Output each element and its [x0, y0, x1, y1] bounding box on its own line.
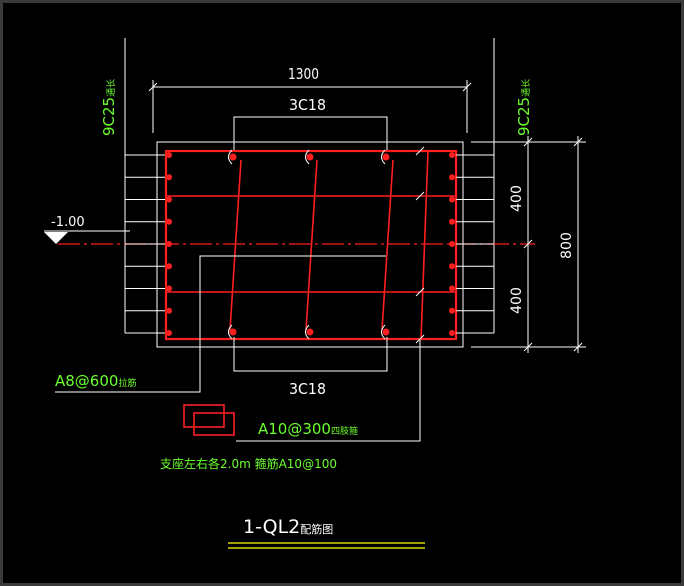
stirrup-outline: [164, 149, 458, 341]
top-rebar-dot: [306, 153, 314, 161]
tie-label: A8@600拉筋: [55, 372, 136, 390]
bottom-rebar-dot: [306, 328, 314, 336]
stirrup-leader: [236, 340, 421, 442]
support-note: 支座左右各2.0m 箍筋A10@100: [160, 456, 337, 471]
drawing-title-suffix: 配筋图: [300, 522, 333, 536]
stirrup-tick: [415, 287, 425, 297]
top-rebar-hook: [381, 149, 386, 165]
right-side-rebar-dot: [449, 218, 455, 225]
tie-leader: [55, 255, 386, 393]
lower-height-text: 400: [509, 287, 525, 314]
dimension-tick: [523, 137, 533, 147]
tie-spec: A8@600: [55, 372, 118, 390]
stirrup-icon: [183, 404, 235, 436]
left-side-rebar-note: 通长: [105, 79, 117, 97]
stirrup-note: 四肢箍: [331, 425, 358, 437]
right-side-rebar-dot: [449, 285, 455, 292]
elevation-label: -1.00: [51, 215, 85, 230]
right-side-rebar-dot: [449, 307, 455, 314]
dimension-tick: [523, 342, 533, 352]
left-side-rebar-dot: [166, 241, 172, 247]
stirrup-tick: [415, 191, 425, 201]
bottom-rebar-hook: [381, 324, 386, 340]
left-side-rebar-dot: [166, 330, 172, 336]
width-tick-right: [462, 82, 472, 92]
stirrup-tick: [415, 146, 425, 156]
right-side-rebar-dot: [449, 241, 455, 247]
elevation-marker: -1.00: [44, 215, 130, 244]
top-rebar-dot: [229, 153, 237, 161]
top-rebar-hook: [228, 149, 233, 165]
left-side-rebar-dot: [166, 263, 172, 270]
tie-note: 拉筋: [118, 377, 136, 389]
tie-bar: [305, 159, 318, 331]
top-rebar-hook: [305, 149, 310, 165]
left-side-rebar-dot: [166, 174, 172, 181]
top-rebar-leader: [233, 116, 388, 150]
top-rebar-dot: [382, 153, 390, 161]
side-rebars: [125, 152, 494, 336]
right-side-rebar-note: 通长: [520, 79, 532, 97]
stirrup-callout: A10@300四肢箍: [183, 340, 421, 442]
right-side-rebar-spec: 9C25: [515, 97, 533, 136]
stirrup-spec: A10@300: [258, 420, 331, 438]
left-side-rebar-dot: [166, 152, 172, 158]
drawing-title-block: 1-QL2配筋图: [228, 516, 425, 549]
tie-callout: A8@600拉筋: [55, 255, 386, 393]
tie-bar: [381, 159, 394, 331]
right-side-rebar-dot: [449, 174, 455, 181]
stirrup-tick: [415, 334, 425, 344]
bottom-rebar-leader: [233, 337, 388, 372]
bottom-rebar-dot: [229, 328, 237, 336]
height-dimensions: 400 400 800: [471, 136, 586, 353]
bottom-rebar-hook: [228, 324, 233, 340]
right-side-rebar-dot: [449, 263, 455, 270]
bottom-rebar-dot: [382, 328, 390, 336]
tie-bar: [229, 159, 242, 331]
top-bottom-rebars: [228, 149, 390, 340]
dimension-tick: [523, 239, 533, 249]
width-dimension-text: 1300: [288, 65, 319, 83]
left-side-rebar-dot: [166, 196, 172, 203]
dimension-tick: [573, 137, 583, 147]
left-side-rebar-label: 9C25通长: [100, 79, 118, 136]
width-tick-left: [148, 82, 158, 92]
bottom-rebar-hook: [305, 324, 310, 340]
right-side-rebar-dot: [449, 196, 455, 203]
left-side-rebar-dot: [166, 285, 172, 292]
upper-height-text: 400: [509, 185, 525, 212]
top-rebar-label: 3C18: [289, 96, 326, 114]
right-side-rebar-label: 9C25通长: [515, 79, 533, 136]
dimension-tick: [573, 342, 583, 352]
width-dimension: 1300: [148, 65, 472, 133]
bottom-rebar-callout: 3C18: [233, 337, 388, 398]
right-side-rebar-dot: [449, 330, 455, 336]
stirrup-label: A10@300四肢箍: [258, 420, 358, 438]
right-side-rebar-dot: [449, 152, 455, 158]
left-side-rebar-dot: [166, 307, 172, 314]
tie-bars: [229, 159, 394, 331]
level-triangle-icon: [44, 232, 68, 244]
stirrup-icon-front: [193, 412, 235, 436]
left-side-rebar-spec: 9C25: [100, 97, 118, 136]
bottom-rebar-label: 3C18: [289, 380, 326, 398]
top-rebar-callout: 3C18: [233, 96, 388, 150]
drawing-title-code: 1-QL2: [243, 516, 300, 538]
total-height-text: 800: [559, 232, 575, 259]
drawing-title: 1-QL2配筋图: [243, 516, 333, 538]
left-side-rebar-dot: [166, 218, 172, 225]
stirrup-leg-right: [420, 150, 429, 340]
stirrup-icon-back: [183, 404, 225, 428]
